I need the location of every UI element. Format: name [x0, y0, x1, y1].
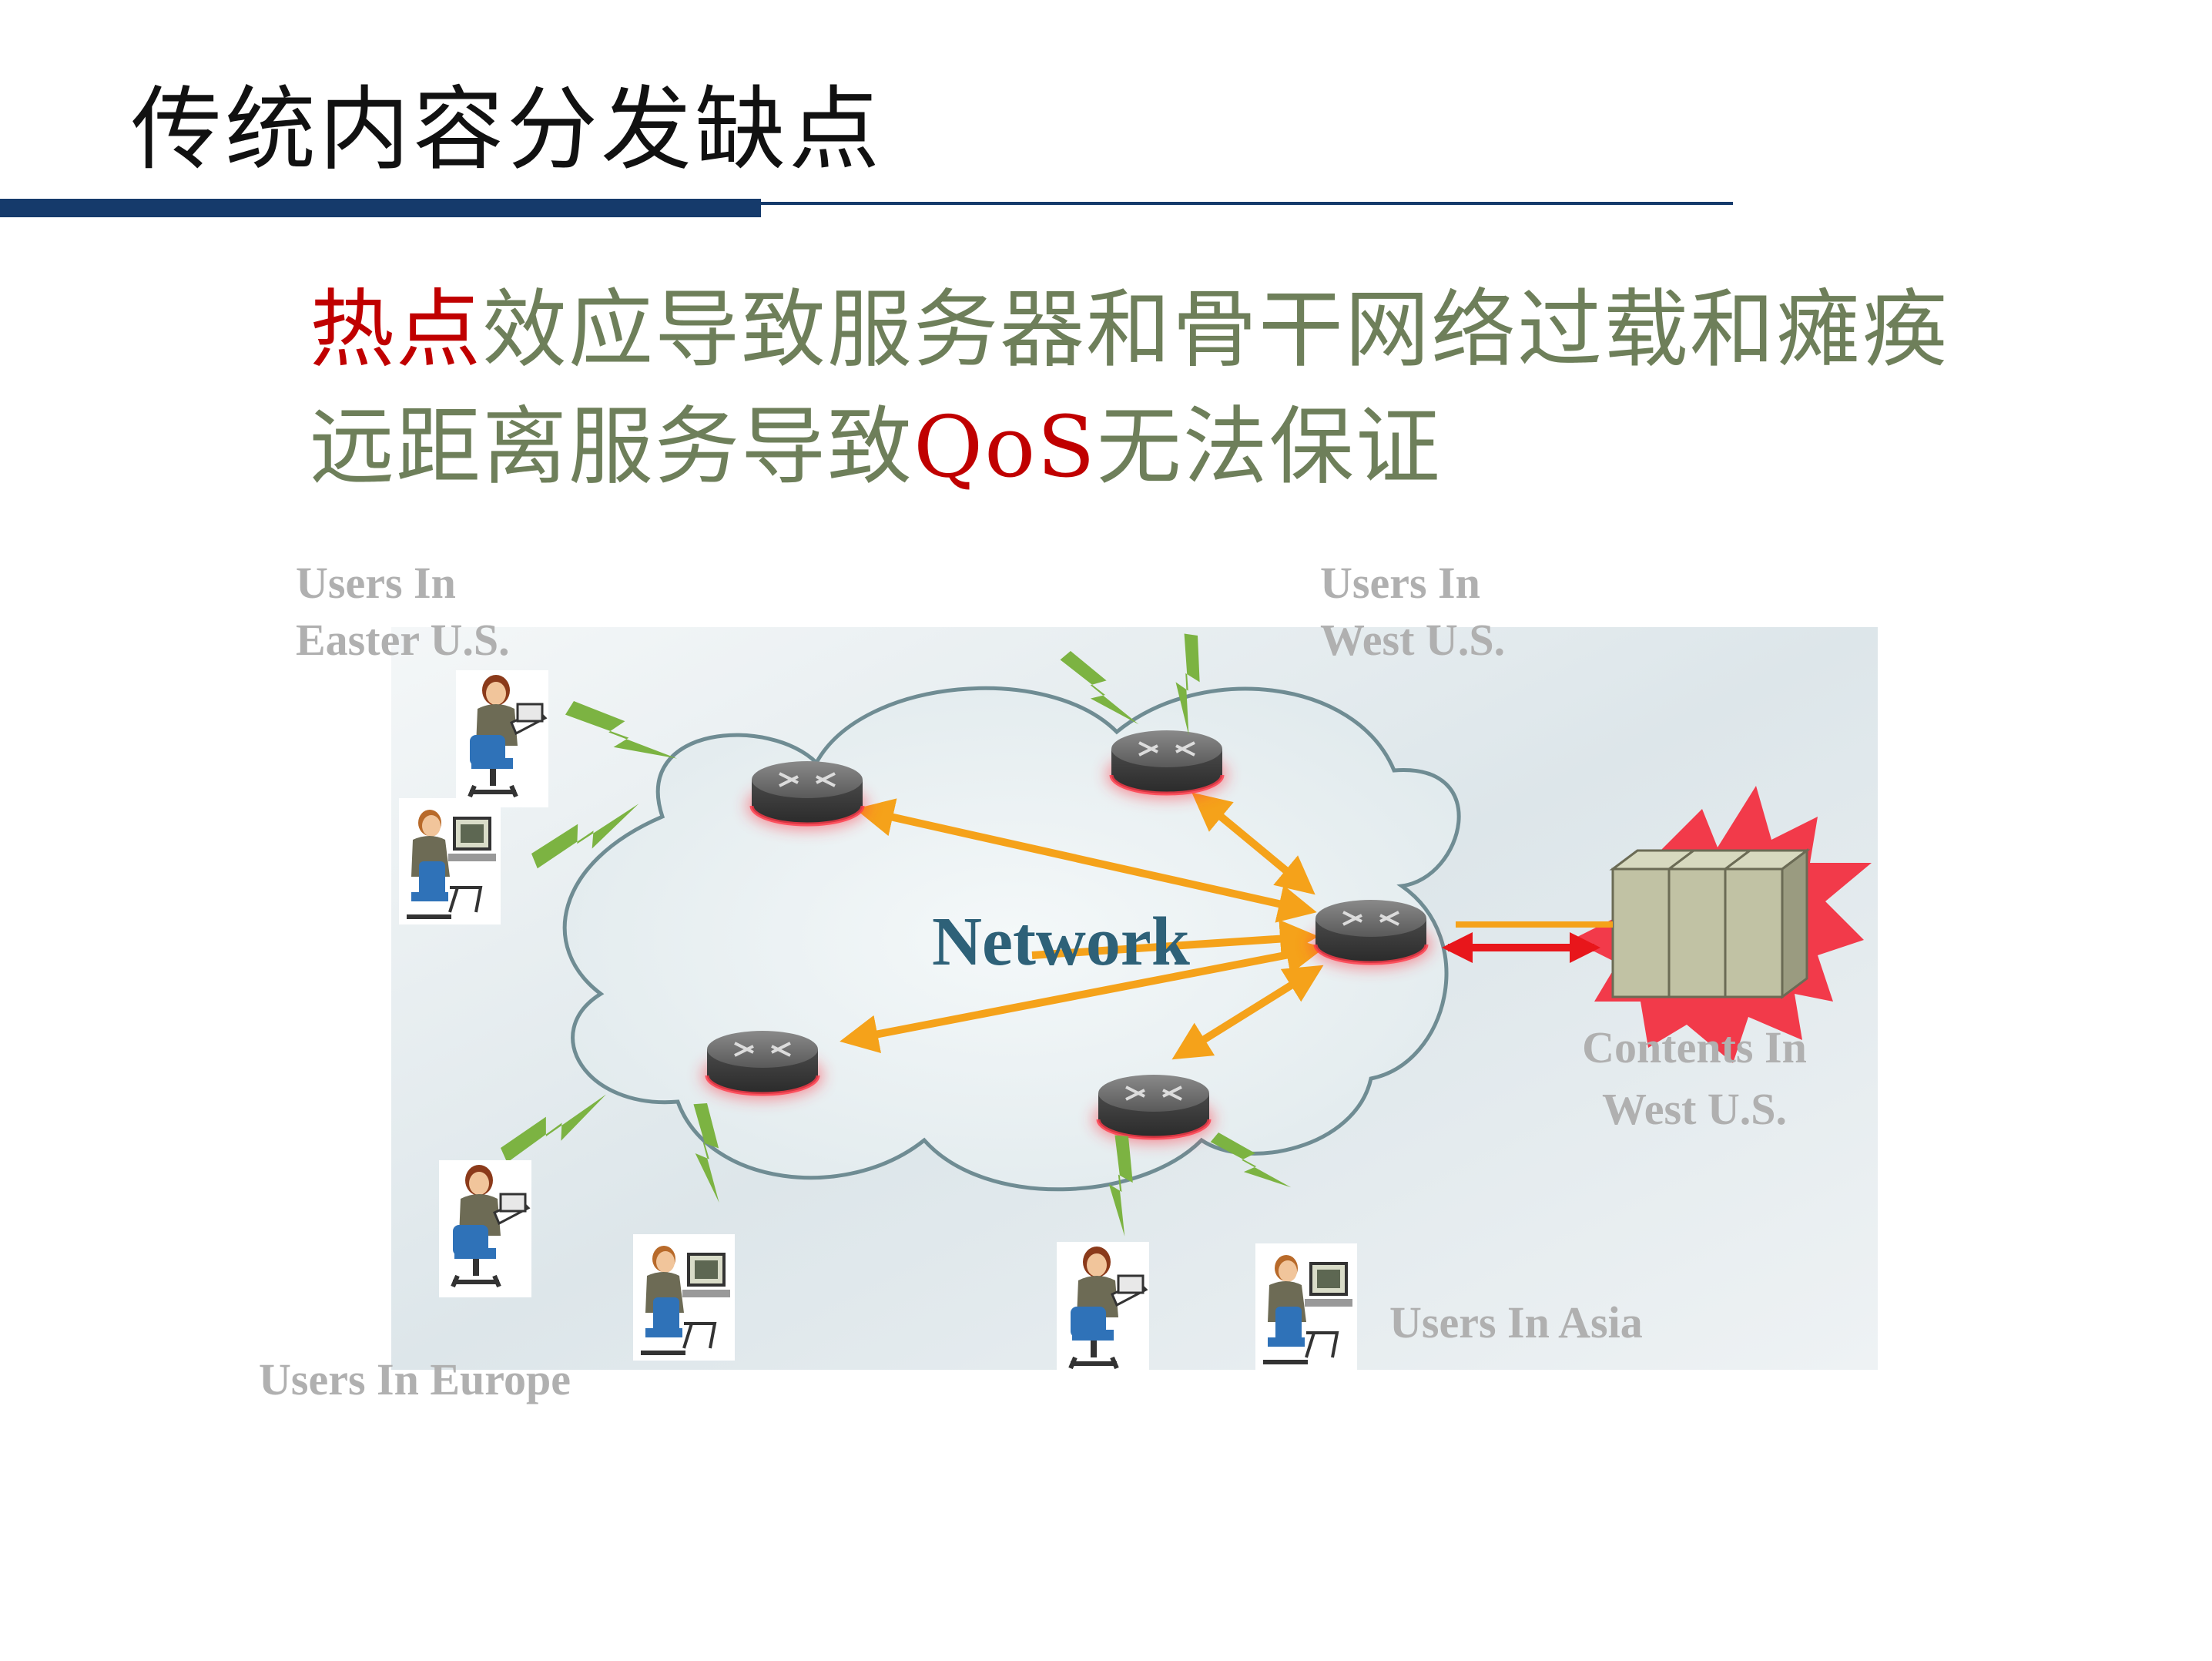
user-workstation-icon: [456, 670, 548, 807]
bullet-hotspot-highlight: 热点: [310, 280, 482, 379]
user-workstation-icon: [439, 1160, 531, 1297]
router-icon: [747, 761, 867, 829]
user-workstation-icon: [633, 1234, 735, 1361]
router-icon: [702, 1031, 823, 1099]
user-workstation-icon: [1255, 1243, 1357, 1370]
label-users-west-line2: West U.S.: [1320, 615, 1506, 665]
router-icon: [1094, 1075, 1214, 1143]
user-workstation-icon: [399, 798, 501, 924]
router-icon: [1311, 900, 1431, 968]
bullet-hotspot-text: 效应导致服务器和骨干网络过载和瘫痪: [482, 280, 1949, 379]
bullet-qos-after: 无法保证: [1096, 398, 1442, 496]
label-contents-west: Contents In West U.S.: [1540, 1017, 1848, 1140]
bullet-hotspot: 热点效应导致服务器和骨干网络过载和瘫痪: [310, 260, 1949, 384]
slide-title: 传统内容分发缺点: [131, 76, 883, 183]
network-label: Network: [932, 904, 1190, 980]
title-rule-thick: [0, 199, 761, 217]
label-users-east-line2: Easter U.S.: [296, 615, 510, 665]
title-rule-thin: [761, 202, 1733, 205]
label-contents-west-line2: West U.S.: [1601, 1084, 1788, 1134]
user-workstation-icon: [1057, 1242, 1149, 1379]
router-arrows: [840, 792, 1325, 1060]
bullet-qos-highlight: QoS: [913, 398, 1097, 496]
label-users-west-line1: Users In: [1320, 558, 1480, 608]
label-users-europe: Users In Europe: [259, 1354, 571, 1404]
router-icon: [1107, 730, 1227, 798]
server-icon: [1609, 848, 1811, 999]
label-users-east-line1: Users In: [296, 558, 456, 608]
label-users-west: Users In West U.S.: [1320, 555, 1505, 669]
bullet-qos: 远距离服务导致QoS无法保证: [310, 378, 1442, 501]
label-users-east: Users In Easter U.S.: [296, 555, 510, 669]
bullet-qos-before: 远距离服务导致: [310, 398, 913, 496]
label-users-asia: Users In Asia: [1389, 1297, 1643, 1347]
label-contents-west-line1: Contents In: [1582, 1022, 1807, 1072]
